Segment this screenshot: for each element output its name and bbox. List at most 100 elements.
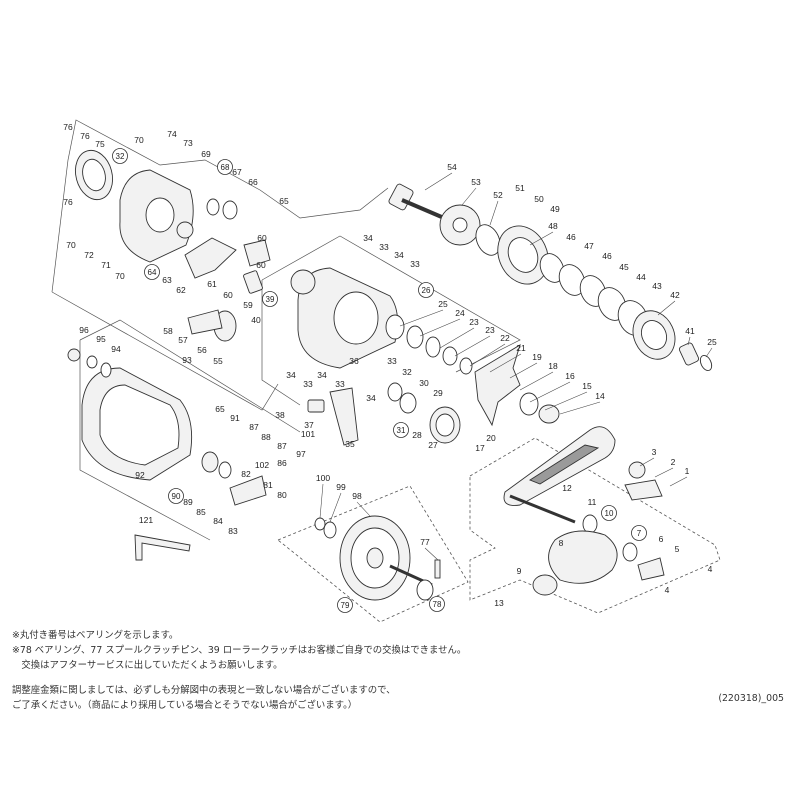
part-number-81: 81: [263, 480, 273, 490]
part-number-53: 53: [471, 177, 481, 187]
bearing-label-31: 31: [393, 422, 409, 438]
bearing-label-7: 7: [631, 525, 647, 541]
part-number-28: 28: [412, 430, 422, 440]
part-number-76: 76: [63, 197, 73, 207]
bearing-number-90: 90: [172, 492, 181, 501]
bearing-number-64: 64: [148, 268, 157, 277]
part-number-46: 46: [602, 251, 612, 261]
part-number-61: 61: [207, 279, 217, 289]
part-number-82: 82: [241, 469, 251, 479]
part-number-71: 71: [101, 260, 111, 270]
notes-gap: [12, 674, 572, 683]
part-number-16: 16: [565, 371, 575, 381]
part-number-67: 67: [232, 167, 242, 177]
part-number-4: 4: [708, 564, 713, 574]
part-number-12: 12: [562, 483, 572, 493]
bearing-label-26: 26: [418, 282, 434, 298]
bearing-circle: [429, 596, 445, 612]
part-number-45: 45: [619, 262, 629, 272]
part-number-33: 33: [335, 379, 345, 389]
part-number-98: 98: [352, 491, 362, 501]
part-number-63: 63: [162, 275, 172, 285]
part-number-33: 33: [379, 242, 389, 252]
part-number-41: 41: [685, 326, 695, 336]
part-number-76: 76: [63, 122, 73, 132]
part-number-44: 44: [636, 272, 646, 282]
part-number-13: 13: [494, 598, 504, 608]
bearing-number-26: 26: [422, 286, 431, 295]
part-number-30: 30: [419, 378, 429, 388]
part-number-58: 58: [163, 326, 173, 336]
bearing-label-78: 78: [429, 596, 445, 612]
part-number-60: 60: [256, 260, 266, 270]
part-number-3: 3: [652, 447, 657, 457]
part-number-40: 40: [251, 315, 261, 325]
part-number-6: 6: [659, 534, 664, 544]
part-number-74: 74: [167, 129, 177, 139]
part-number-72: 72: [84, 250, 94, 260]
note-bearing-legend: ※丸付き番号はベアリングを示します。: [12, 630, 179, 641]
part-number-70: 70: [115, 271, 125, 281]
part-number-55: 55: [213, 356, 223, 366]
part-number-60: 60: [223, 290, 233, 300]
bearing-number-10: 10: [605, 509, 614, 518]
part-number-51: 51: [515, 183, 525, 193]
part-number-100: 100: [316, 473, 330, 483]
part-number-87: 87: [249, 422, 259, 432]
part-number-96: 96: [79, 325, 89, 335]
part-number-8: 8: [559, 538, 564, 548]
bearing-circle: [262, 291, 278, 307]
bearing-label-68: 68: [217, 159, 233, 175]
bearing-number-7: 7: [637, 529, 642, 538]
part-number-84: 84: [213, 516, 223, 526]
part-number-11: 11: [588, 497, 597, 507]
part-number-32: 32: [402, 367, 412, 377]
bearing-circle: [601, 505, 617, 521]
part-number-57: 57: [178, 335, 188, 345]
bearing-number-68: 68: [221, 163, 230, 172]
part-number-65: 65: [215, 404, 225, 414]
bearing-label-79: 79: [337, 597, 353, 613]
bearing-circle: [168, 488, 184, 504]
part-number-1: 1: [685, 466, 690, 476]
part-number-37: 37: [304, 420, 314, 430]
part-number-88: 88: [261, 432, 271, 442]
part-number-59: 59: [243, 300, 253, 310]
bearing-number-32: 32: [116, 152, 125, 161]
part-number-69: 69: [201, 149, 211, 159]
part-number-73: 73: [183, 138, 193, 148]
document-code: (220318)_005: [718, 693, 784, 704]
part-number-33: 33: [387, 356, 397, 366]
part-number-33: 33: [303, 379, 313, 389]
part-number-89: 89: [183, 497, 193, 507]
part-number-65: 65: [279, 196, 289, 206]
handle-assembly: [503, 426, 665, 596]
note-no-self-replacement: ※78 ベアリング、77 スプールクラッチピン、39 ローラークラッチはお客様ご…: [12, 645, 467, 657]
part-number-14: 14: [595, 391, 605, 401]
part-number-18: 18: [548, 361, 558, 371]
part-number-34: 34: [363, 233, 373, 243]
note-after-service: 交換はアフターサービスに出していただくようお願いします。: [12, 660, 283, 672]
part-number-34: 34: [394, 250, 404, 260]
notes-block: ※丸付き番号はベアリングを示します。 ※78 ベアリング、77 スプールクラッチ…: [12, 628, 572, 713]
part-number-47: 47: [584, 241, 594, 251]
part-number-34: 34: [286, 370, 296, 380]
part-number-29: 29: [433, 388, 443, 398]
part-number-86: 86: [277, 458, 287, 468]
part-number-20: 20: [486, 433, 496, 443]
part-number-35: 35: [345, 439, 355, 449]
part-number-17: 17: [475, 443, 485, 453]
part-number-5: 5: [675, 544, 680, 554]
part-number-60: 60: [257, 233, 267, 243]
part-number-21: 21: [516, 343, 526, 353]
part-number-22: 22: [500, 333, 510, 343]
bearing-circle: [418, 282, 434, 298]
part-number-15: 15: [582, 381, 592, 391]
part-number-38: 38: [275, 410, 285, 420]
part-number-80: 80: [277, 490, 287, 500]
part-number-92: 92: [135, 470, 145, 480]
part-number-43: 43: [652, 281, 662, 291]
part-number-83: 83: [228, 526, 238, 536]
bearing-circle: [337, 597, 353, 613]
